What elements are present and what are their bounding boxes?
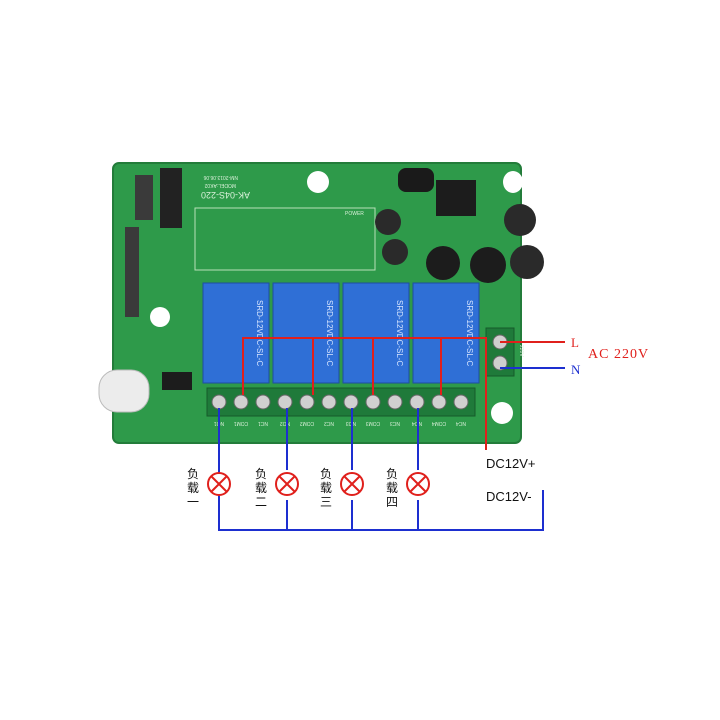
terminal-screw [453, 394, 469, 410]
red-common-wires [242, 337, 565, 450]
load-label-char: 负 [386, 467, 398, 481]
capacitor [398, 168, 434, 192]
terminal-screw [277, 394, 293, 410]
relay [412, 282, 480, 384]
learn-button [98, 369, 150, 413]
terminal-label: NO2 [280, 420, 291, 426]
relay-group: SRD-12VDC-SL-C SRD-12VDC-SL-C SRD-12VDC-… [202, 282, 480, 384]
lamp-cross [343, 475, 361, 493]
relay [202, 282, 270, 384]
relay [272, 282, 340, 384]
relay [342, 282, 410, 384]
load-label-char: 载 [320, 481, 332, 495]
terminal-label: NO4 [412, 420, 423, 426]
board-small-text: MODEL:AK02 [204, 182, 236, 188]
load-label-char: 负 [255, 467, 267, 481]
terminal-label: NC1 [258, 420, 268, 426]
label-l: L [571, 335, 579, 350]
load-label-char: 载 [255, 481, 267, 495]
capacitor [510, 245, 544, 279]
mount-hole [307, 171, 329, 193]
terminal-screw [255, 394, 271, 410]
mount-hole [491, 402, 513, 424]
capacitor [504, 204, 536, 236]
mount-hole [150, 307, 170, 327]
capacitor [470, 247, 506, 283]
terminal-screw [387, 394, 403, 410]
terminal-label: COM3 [366, 420, 381, 426]
terminal-screw [431, 394, 447, 410]
capacitor [426, 246, 460, 280]
label-dc12v-plus: DC12V+ [486, 456, 536, 471]
load-label-char: 载 [187, 481, 199, 495]
terminal-label: COM1 [234, 420, 249, 426]
terminal-label: NC2 [324, 420, 334, 426]
ic-chip [160, 168, 182, 228]
load-label-char: 载 [386, 481, 398, 495]
ic-chip [135, 175, 153, 220]
capacitor [382, 239, 408, 265]
receiver-outline [194, 207, 376, 271]
lamp-cross [278, 475, 296, 493]
terminal-label: COM4 [432, 420, 447, 426]
load-lamp: 负载一 [187, 467, 231, 509]
capacitor [375, 209, 401, 235]
terminal-screw [321, 394, 337, 410]
relay-text: SRD-12VDC-SL-C [255, 300, 264, 366]
terminal-label: NC4 [456, 420, 466, 426]
pcb-edge [112, 162, 522, 444]
load-label-char: 四 [386, 495, 398, 509]
load-label-char: 负 [187, 467, 199, 481]
terminal-label: NC3 [390, 420, 400, 426]
board-small-text: NM-2013.06.06 [203, 174, 238, 180]
terminal-label: COM2 [300, 420, 315, 426]
terminal-screw [343, 394, 359, 410]
label-dc12v-minus: DC12V- [486, 489, 532, 504]
load-lamp: 负载四 [386, 467, 430, 509]
pin-header [125, 227, 139, 317]
terminal-label: NO3 [346, 420, 357, 426]
relay-text: SRD-12VDC-SL-C [325, 300, 334, 366]
load-drop-wires [218, 408, 419, 470]
relay-text: SRD-12VDC-SL-C [395, 300, 404, 366]
terminal-block [206, 387, 476, 417]
lamp-cross [210, 475, 228, 493]
board-power-text: POWER [345, 211, 364, 217]
pin-header [162, 372, 192, 390]
terminal-screw [233, 394, 249, 410]
terminal-screw [409, 394, 425, 410]
red-wire [242, 337, 314, 395]
load-label-char: 负 [320, 467, 332, 481]
ic-chip [436, 180, 476, 216]
terminal-screw [365, 394, 381, 410]
load-label-char: 二 [255, 495, 267, 509]
lamp-cross [409, 475, 427, 493]
load-label-char: 一 [187, 495, 199, 509]
board-model-text: AK-04S-220 [201, 190, 250, 200]
mount-hole [503, 171, 523, 193]
terminal-screw [211, 394, 227, 410]
red-wire [441, 337, 487, 450]
terminal-screw [299, 394, 315, 410]
relay-text: SRD-12VDC-SL-C [465, 300, 474, 366]
label-ac-220v: AC 220V [588, 347, 649, 362]
pcb-board: AK-04S-220 NM-2013.06.06 MODEL:AK02 POWE… [98, 162, 544, 444]
terminal-screws [211, 394, 469, 410]
ac-screw-n [492, 355, 508, 371]
load-lamp: 负载二 [255, 467, 299, 509]
load-lamp: 负载三 [320, 467, 364, 509]
load-label-char: 三 [320, 495, 332, 509]
ac-terminal-label: 220V [518, 345, 524, 357]
label-n: N [571, 362, 581, 377]
